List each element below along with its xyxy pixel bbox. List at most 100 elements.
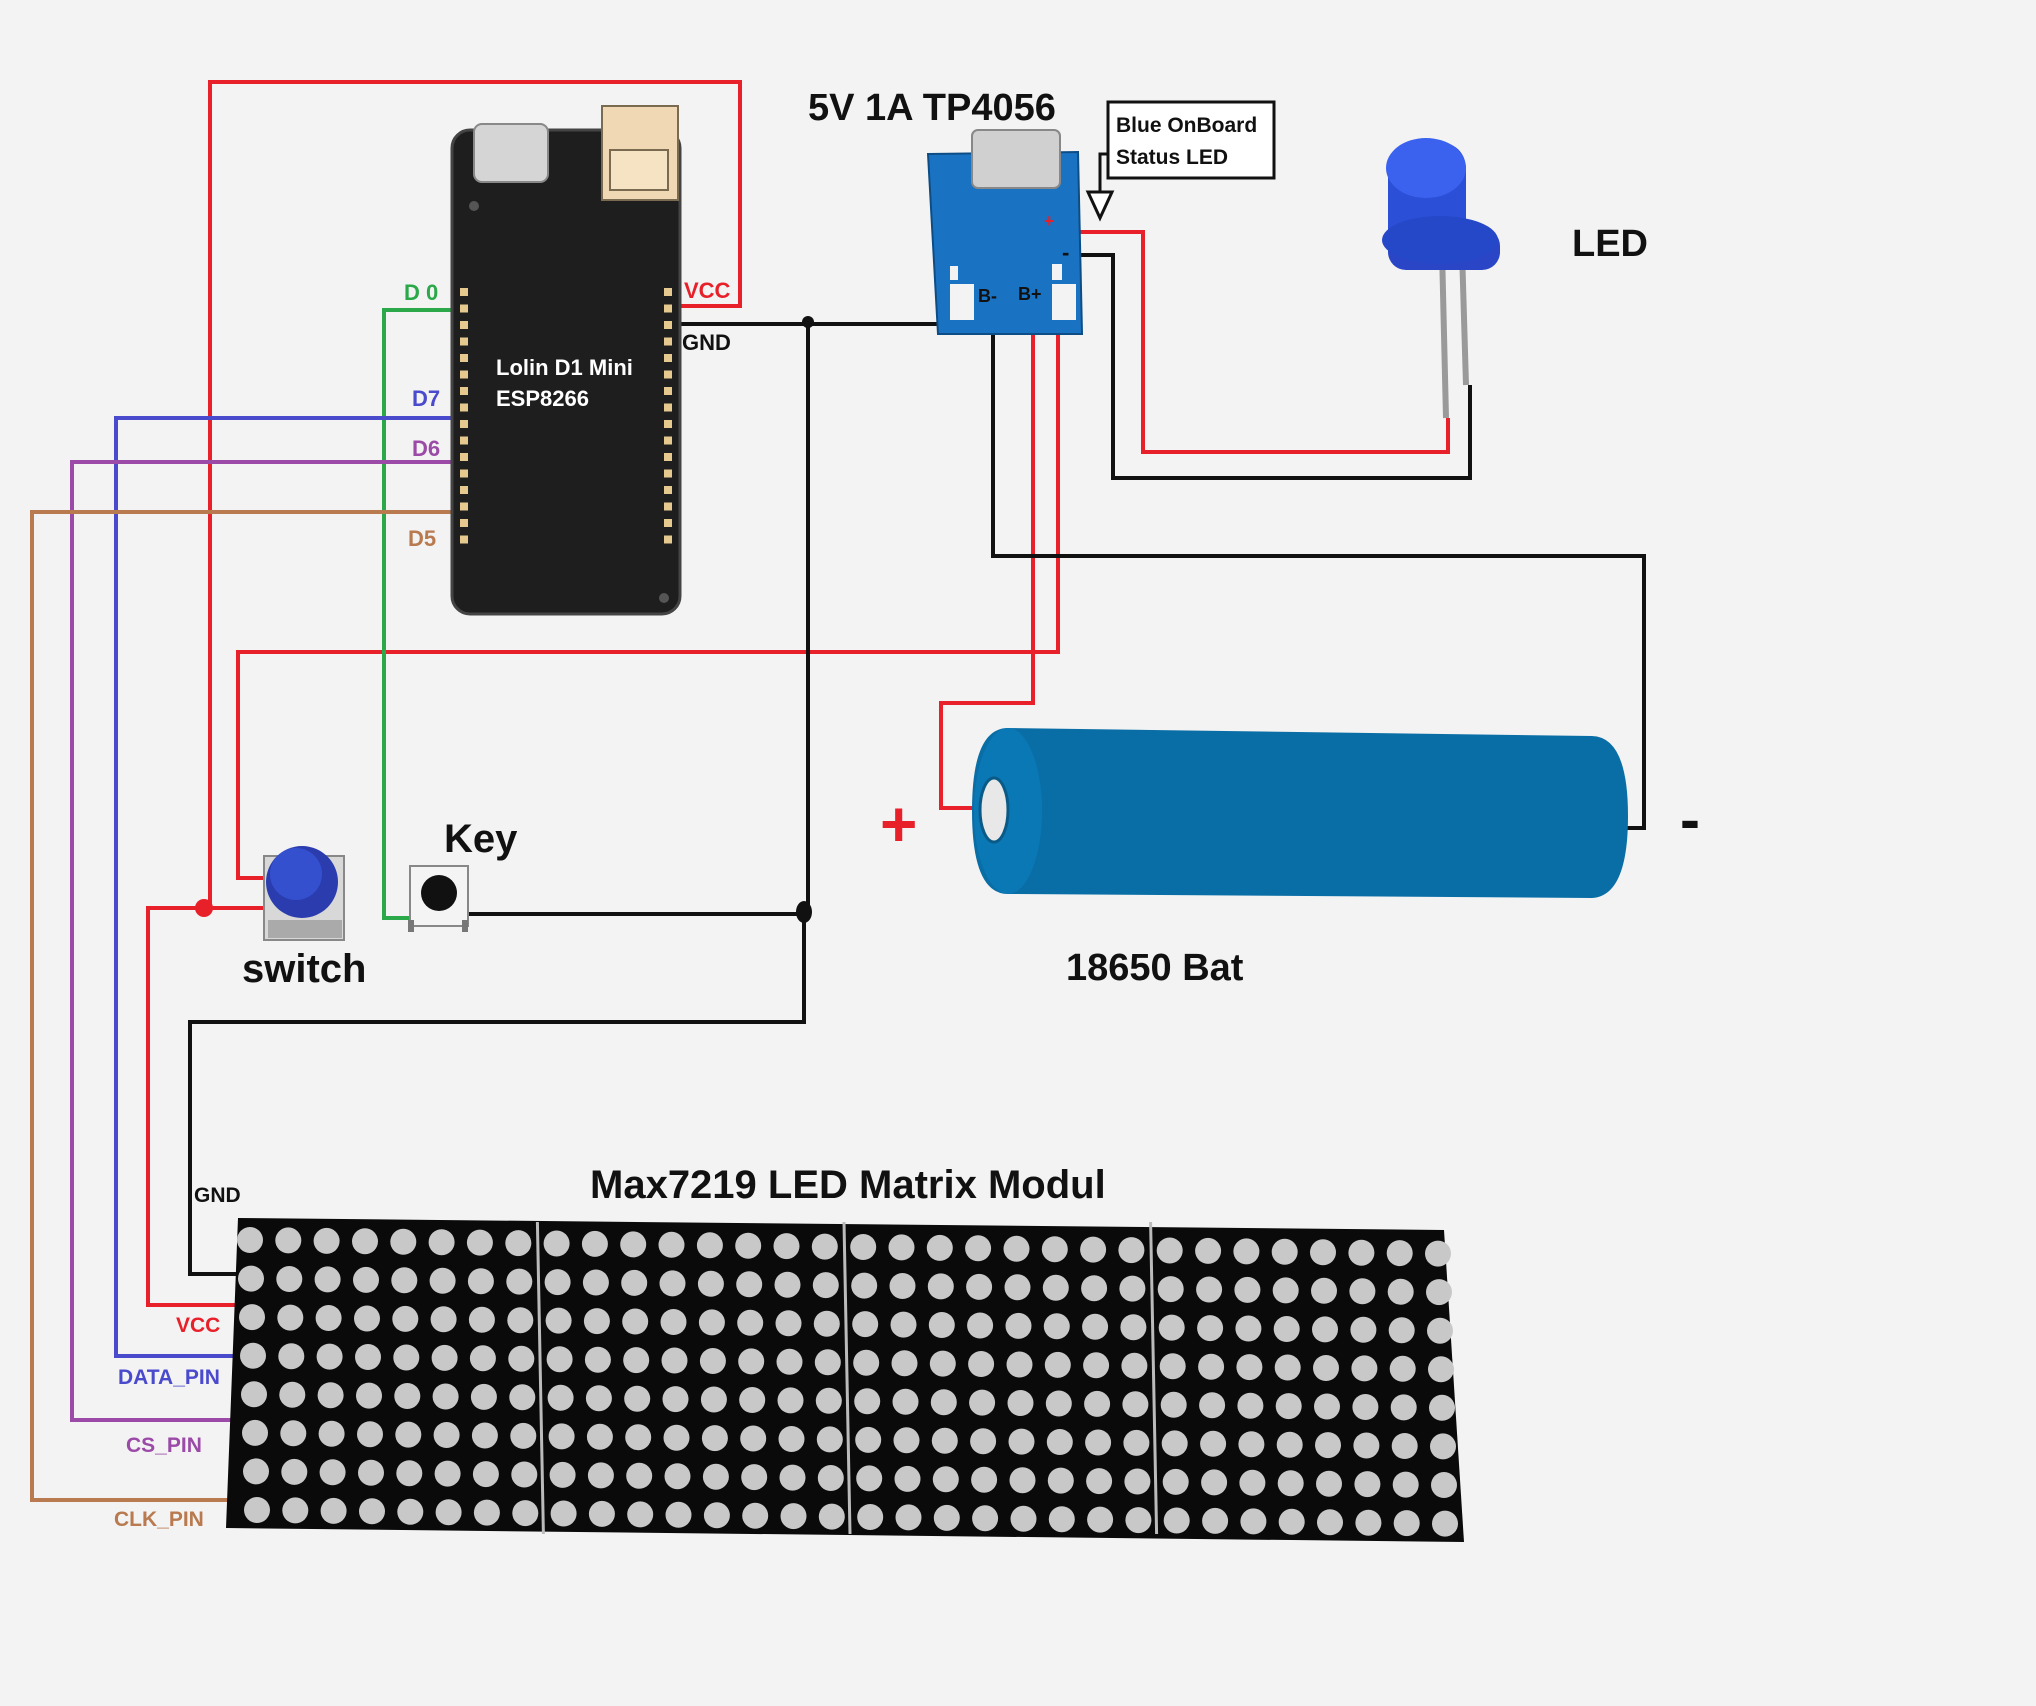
matrix-led-dot bbox=[320, 1497, 347, 1524]
matrix-led-dot bbox=[1042, 1274, 1069, 1301]
matrix-led-dot bbox=[352, 1228, 378, 1255]
matrix-led-dot bbox=[1003, 1235, 1030, 1262]
header-pin bbox=[460, 453, 468, 461]
charger-usb-port bbox=[971, 129, 1061, 189]
callout-line2: Status LED bbox=[1116, 146, 1228, 169]
matrix-led-dot bbox=[700, 1386, 727, 1413]
matrix-led-dot bbox=[776, 1348, 803, 1375]
matrix-led-dot bbox=[1202, 1507, 1229, 1534]
header-pin bbox=[664, 403, 672, 412]
matrix-led-dot bbox=[1393, 1510, 1420, 1537]
matrix-led-dot bbox=[778, 1426, 805, 1452]
pin-label-vcc: VCC bbox=[684, 278, 731, 303]
matrix-led-dot bbox=[851, 1272, 878, 1299]
matrix-led-dot bbox=[393, 1344, 420, 1371]
matrix-led-dot bbox=[510, 1422, 537, 1449]
matrix-led-dot bbox=[353, 1266, 379, 1293]
matrix-led-dot bbox=[1316, 1470, 1342, 1497]
matrix-data-label: DATA_PIN bbox=[118, 1366, 220, 1389]
matrix-led-dot bbox=[1081, 1275, 1108, 1302]
matrix-led-dot bbox=[276, 1266, 303, 1292]
header-pin bbox=[664, 288, 672, 296]
matrix-led-dot bbox=[663, 1424, 690, 1451]
matrix-led-dot bbox=[816, 1426, 843, 1453]
header-pin bbox=[664, 337, 672, 346]
matrix-led-dot bbox=[1271, 1238, 1298, 1265]
matrix-led-dot bbox=[1199, 1392, 1226, 1419]
matrix-led-dot bbox=[545, 1307, 572, 1334]
matrix-led-dot bbox=[1239, 1469, 1266, 1496]
matrix-led-dot bbox=[275, 1227, 302, 1254]
matrix-led-dot bbox=[1007, 1390, 1034, 1416]
header-pin bbox=[664, 502, 672, 511]
matrix-led-dot bbox=[1046, 1429, 1073, 1455]
matrix-led-dot bbox=[1195, 1237, 1222, 1264]
pin-label-gnd: GND bbox=[682, 330, 731, 355]
matrix-gnd-label: GND bbox=[194, 1184, 241, 1207]
matrix-cs-label: CS_PIN bbox=[126, 1434, 202, 1457]
matrix-led-dot bbox=[392, 1305, 419, 1332]
matrix-led-dot bbox=[738, 1348, 765, 1375]
matrix-led-dot bbox=[1197, 1315, 1224, 1342]
matrix-led-dot bbox=[391, 1267, 418, 1294]
matrix-led-dot bbox=[1274, 1354, 1301, 1381]
push-key bbox=[408, 865, 469, 932]
header-pin bbox=[664, 304, 672, 313]
matrix-led-dot bbox=[1273, 1316, 1300, 1342]
matrix-led-dot bbox=[893, 1427, 920, 1454]
wires bbox=[30, 80, 1646, 1502]
matrix-led-dot bbox=[702, 1463, 729, 1490]
matrix-led-dot bbox=[357, 1421, 383, 1448]
matrix-led-dot bbox=[243, 1458, 269, 1485]
matrix-led-dot bbox=[431, 1344, 458, 1371]
matrix-led-dot bbox=[1310, 1239, 1336, 1266]
header-pin bbox=[460, 420, 468, 428]
matrix-led-dot bbox=[1043, 1313, 1070, 1340]
matrix-led-dot bbox=[396, 1460, 423, 1487]
matrix-led-dot bbox=[620, 1231, 647, 1258]
matrix-led-dot bbox=[1272, 1277, 1299, 1304]
matrix-led-dot bbox=[622, 1308, 649, 1335]
header-pin bbox=[460, 436, 468, 445]
header-pin bbox=[664, 453, 672, 461]
matrix-led-dot bbox=[1387, 1278, 1414, 1305]
matrix-led-dot bbox=[549, 1461, 576, 1488]
wire-charger-led-plus bbox=[1062, 230, 1450, 454]
wire-junction-gnd-top bbox=[802, 316, 814, 328]
matrix-led-dot bbox=[927, 1273, 954, 1300]
matrix-led-dot bbox=[818, 1503, 845, 1530]
board-name-line1: Lolin D1 Mini bbox=[496, 355, 633, 380]
matrix-led-dot bbox=[581, 1230, 608, 1257]
matrix-led-dot bbox=[773, 1233, 800, 1260]
matrix-led-dot bbox=[470, 1383, 497, 1410]
matrix-clk-label: CLK_PIN bbox=[114, 1508, 204, 1531]
header-pin bbox=[460, 337, 468, 346]
matrix-led-dot bbox=[1431, 1472, 1457, 1498]
matrix-led-dot bbox=[1125, 1507, 1152, 1534]
matrix-led-dot bbox=[856, 1465, 883, 1492]
matrix-led-dot bbox=[280, 1420, 307, 1447]
matrix-led-dot bbox=[1430, 1433, 1456, 1460]
matrix-led-dot bbox=[926, 1234, 953, 1261]
charger-minus-label: - bbox=[1062, 240, 1069, 265]
pin-header-left bbox=[460, 288, 468, 544]
matrix-led-dot bbox=[854, 1388, 881, 1415]
matrix-led-dot bbox=[1315, 1432, 1341, 1459]
matrix-led-dot bbox=[817, 1465, 844, 1491]
matrix-led-dot bbox=[930, 1389, 957, 1416]
matrix-led-dot bbox=[814, 1349, 841, 1376]
wire-charger-led-minus bbox=[1062, 253, 1472, 480]
key-label: Key bbox=[444, 817, 518, 861]
header-pin bbox=[664, 370, 672, 379]
pin-label-d6: D6 bbox=[412, 436, 440, 461]
tp4056-charger: B- B+ + - bbox=[926, 129, 1084, 335]
matrix-led-dot bbox=[395, 1421, 422, 1448]
matrix-led-dot bbox=[1047, 1467, 1074, 1494]
header-pin bbox=[664, 387, 672, 395]
matrix-led-dot bbox=[933, 1504, 960, 1531]
matrix-led-dot bbox=[1083, 1352, 1110, 1379]
matrix-led-dot bbox=[1082, 1313, 1109, 1340]
wire-gnd-matrix bbox=[188, 912, 806, 1276]
matrix-led-dot bbox=[317, 1382, 344, 1409]
matrix-led-dot bbox=[929, 1350, 956, 1377]
